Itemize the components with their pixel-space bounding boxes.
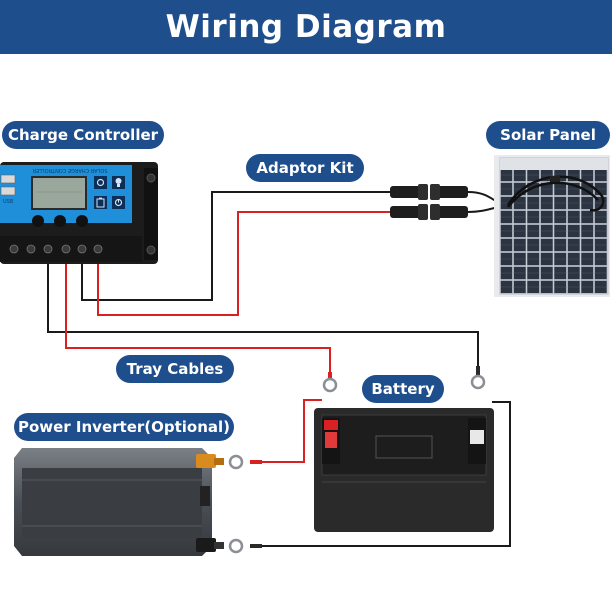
adaptor-kit <box>390 184 468 220</box>
label-adaptor-kit: Adaptor Kit <box>246 154 364 182</box>
label-text: Charge Controller <box>7 126 159 144</box>
label-power-inverter: Power Inverter(Optional) <box>14 413 234 441</box>
terminal <box>61 244 71 254</box>
terminal <box>93 244 103 254</box>
header-bar: Wiring Diagram <box>0 0 612 54</box>
menu-button <box>32 215 44 227</box>
label-text: Solar Panel <box>500 126 596 144</box>
wire-inverter-negative <box>262 401 511 547</box>
terminal <box>77 244 87 254</box>
charge-controller: SOLAR CHARGE CONTROLLER USB <box>0 162 158 264</box>
label-solar-panel: Solar Panel <box>486 121 610 149</box>
solar-panel <box>494 155 610 297</box>
panel-cable <box>506 175 605 212</box>
label-text: Tray Cables <box>126 360 224 378</box>
inverter-positive-terminal <box>196 454 216 468</box>
usb-port <box>0 186 16 196</box>
label-tray-cables: Tray Cables <box>116 355 234 383</box>
page-title: Wiring Diagram <box>165 9 447 45</box>
down-button <box>76 215 88 227</box>
label-charge-controller: Charge Controller <box>2 121 164 149</box>
ring-terminal <box>228 538 244 554</box>
lightbulb-icon <box>112 176 125 189</box>
solar-icon <box>112 196 125 209</box>
usb-label: USB <box>3 199 14 205</box>
settings-icon <box>94 176 107 189</box>
terminal <box>9 244 19 254</box>
battery <box>314 408 494 532</box>
wire-battery-positive <box>65 262 331 372</box>
inverter-negative-terminal <box>196 538 216 552</box>
wire-adaptor-negative <box>81 191 392 301</box>
ring-terminal <box>228 454 244 470</box>
label-text: Power Inverter(Optional) <box>17 418 231 436</box>
label-text: Adaptor Kit <box>256 159 354 177</box>
power-inverter <box>14 448 224 556</box>
controller-brand-strip: SOLAR CHARGE CONTROLLER <box>32 167 108 173</box>
ring-terminal <box>322 377 338 393</box>
panel-cable <box>507 181 599 208</box>
usb-port <box>0 174 16 184</box>
wire-battery-negative <box>47 262 479 370</box>
ring-terminals <box>228 366 486 554</box>
terminal <box>26 244 36 254</box>
wire-inverter-positive <box>262 399 322 463</box>
terminal <box>43 244 53 254</box>
label-battery: Battery <box>362 375 444 403</box>
up-button <box>54 215 66 227</box>
label-text: Battery <box>371 380 435 398</box>
ring-terminal <box>470 374 486 390</box>
battery-icon <box>94 196 107 209</box>
lcd-screen <box>31 176 87 210</box>
wire-adaptor-positive <box>97 211 392 316</box>
